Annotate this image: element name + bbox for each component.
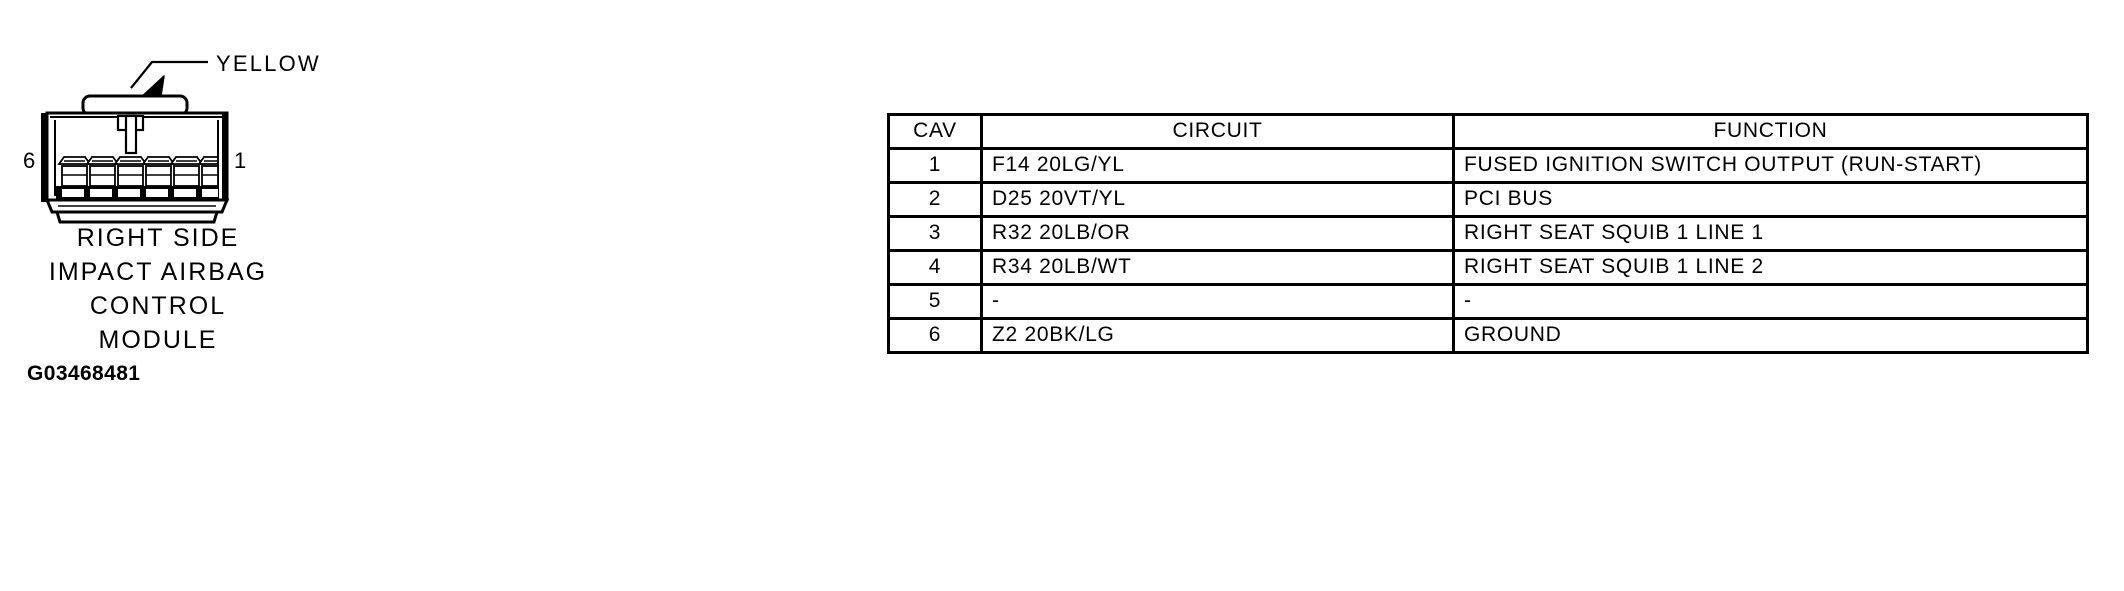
cell-cav: 6	[887, 317, 983, 354]
terminal-cavity-4	[113, 156, 148, 187]
leader-line	[130, 60, 208, 89]
pin-number-6: 6	[23, 148, 36, 173]
connector-figure: YELLOW 6 1 RIGHT SIDE IMPACT AIRBAG CONT…	[0, 0, 440, 591]
column-header-cav: CAV	[887, 113, 983, 150]
connector-illustration	[41, 60, 230, 224]
cell-circuit: F14 20LG/YL	[980, 147, 1455, 184]
terminal-cavity-1	[197, 156, 219, 187]
connector-keyway-post	[116, 114, 145, 155]
cell-circuit: -	[980, 283, 1455, 320]
figure-caption-line-2: IMPACT AIRBAG	[48, 258, 268, 286]
cell-function: RIGHT SEAT SQUIB 1 LINE 1	[1452, 215, 2089, 252]
cell-circuit: Z2 20BK/LG	[980, 317, 1455, 354]
cell-circuit: D25 20VT/YL	[980, 181, 1455, 218]
table-row: 4 R34 20LB/WT RIGHT SEAT SQUIB 1 LINE 2	[887, 249, 2089, 286]
table-row: 2 D25 20VT/YL PCI BUS	[887, 181, 2089, 218]
column-header-circuit: CIRCUIT	[980, 113, 1455, 150]
cell-cav: 5	[887, 283, 983, 320]
table-header-row: CAV CIRCUIT FUNCTION	[887, 113, 2089, 150]
terminal-cavity-5	[85, 156, 120, 187]
table-row: 6 Z2 20BK/LG GROUND	[887, 317, 2089, 354]
terminal-contact-band	[56, 186, 219, 200]
table-row: 5 - -	[887, 283, 2089, 320]
pinout-table-body: 1 F14 20LG/YL FUSED IGNITION SWITCH OUTP…	[887, 147, 2089, 354]
cell-cav: 4	[887, 249, 983, 286]
figure-id-label: G03468481	[27, 362, 141, 385]
cell-function: -	[1452, 283, 2089, 320]
pin-number-1: 1	[234, 148, 247, 173]
table-row: 1 F14 20LG/YL FUSED IGNITION SWITCH OUTP…	[887, 147, 2089, 184]
figure-caption-line-1: RIGHT SIDE	[76, 224, 240, 252]
cell-circuit: R32 20LB/OR	[980, 215, 1455, 252]
terminal-cavity-3	[141, 156, 176, 187]
pinout-table: CAV CIRCUIT FUNCTION 1 F14 20LG/YL FUSED…	[887, 113, 2089, 354]
cell-cav: 1	[887, 147, 983, 184]
cell-function: GROUND	[1452, 317, 2089, 354]
cell-cav: 2	[887, 181, 983, 218]
terminal-cavity-2	[169, 156, 204, 187]
table-row: 3 R32 20LB/OR RIGHT SEAT SQUIB 1 LINE 1	[887, 215, 2089, 252]
terminal-cavity-6	[57, 156, 92, 187]
figure-caption-line-4: MODULE	[98, 326, 218, 354]
cell-function: FUSED IGNITION SWITCH OUTPUT (RUN-START)	[1452, 147, 2089, 184]
terminal-cavities	[57, 156, 219, 187]
cell-function: RIGHT SEAT SQUIB 1 LINE 2	[1452, 249, 2089, 286]
connector-skirt	[44, 198, 230, 224]
wire-color-label: YELLOW	[216, 51, 321, 76]
cell-circuit: R34 20LB/WT	[980, 249, 1455, 286]
figure-caption-line-3: CONTROL	[89, 292, 227, 320]
cell-cav: 3	[887, 215, 983, 252]
cell-function: PCI BUS	[1452, 181, 2089, 218]
pinout-table-container: CAV CIRCUIT FUNCTION 1 F14 20LG/YL FUSED…	[887, 113, 2089, 354]
column-header-function: FUNCTION	[1452, 113, 2089, 150]
